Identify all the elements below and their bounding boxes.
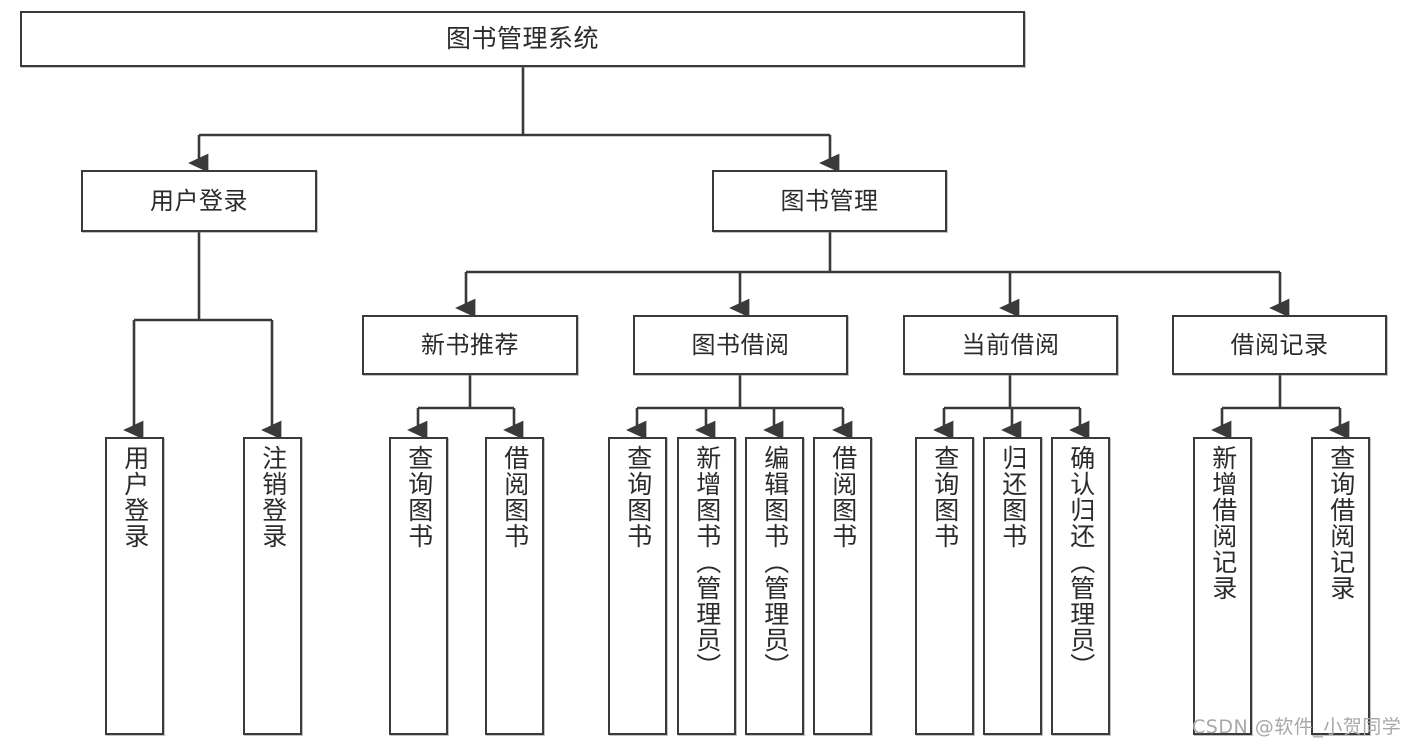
node-label: 注销登录: [258, 445, 288, 549]
node-label: 图书管理: [780, 186, 879, 215]
leaf-br-add-record[interactable]: 新增借阅记录: [1193, 437, 1252, 735]
leaf-nbr-query-book[interactable]: 查询图书: [389, 437, 448, 735]
node-label: 图书管理系统: [445, 24, 599, 53]
node-label: 新增图书（管理员）: [692, 445, 722, 679]
leaf-bb-edit-book-admin[interactable]: 编辑图书（管理员）: [745, 437, 804, 735]
node-label: 图书借阅: [691, 330, 790, 359]
leaf-cb-return-book[interactable]: 归还图书: [983, 437, 1042, 735]
leaf-logout[interactable]: 注销登录: [243, 437, 302, 735]
node-label: 归还图书: [998, 445, 1028, 549]
node-label: 查询图书: [930, 445, 960, 549]
node-book-borrow[interactable]: 图书借阅: [633, 315, 848, 375]
csdn-watermark: CSDN @软件_小贺同学: [1192, 716, 1402, 738]
node-book-management[interactable]: 图书管理: [712, 170, 947, 232]
node-label: 查询图书: [404, 445, 434, 549]
leaf-nbr-borrow-book[interactable]: 借阅图书: [485, 437, 544, 735]
leaf-cb-confirm-return-admin[interactable]: 确认归还（管理员）: [1051, 437, 1110, 735]
leaf-bb-query-book[interactable]: 查询图书: [608, 437, 667, 735]
node-current-borrow[interactable]: 当前借阅: [903, 315, 1118, 375]
node-label: 借阅记录: [1230, 330, 1329, 359]
leaf-bb-add-book-admin[interactable]: 新增图书（管理员）: [677, 437, 736, 735]
node-label: 确认归还（管理员）: [1066, 445, 1096, 679]
leaf-cb-query-book[interactable]: 查询图书: [915, 437, 974, 735]
node-label: 借阅图书: [500, 445, 530, 549]
node-root-system[interactable]: 图书管理系统: [20, 11, 1025, 67]
node-label: 新书推荐: [421, 330, 519, 359]
leaf-bb-borrow-book[interactable]: 借阅图书: [813, 437, 872, 735]
node-label: 查询借阅记录: [1326, 445, 1356, 601]
node-borrow-record[interactable]: 借阅记录: [1172, 315, 1387, 375]
node-label: 当前借阅: [961, 330, 1060, 359]
leaf-br-query-record[interactable]: 查询借阅记录: [1311, 437, 1370, 735]
node-new-book-recommend[interactable]: 新书推荐: [362, 315, 578, 375]
node-label: 用户登录: [150, 186, 248, 215]
node-label: 编辑图书（管理员）: [760, 445, 790, 679]
leaf-user-login[interactable]: 用户登录: [105, 437, 164, 735]
node-label: 用户登录: [120, 445, 150, 549]
node-user-login[interactable]: 用户登录: [81, 170, 317, 232]
node-label: 查询图书: [623, 445, 653, 549]
node-label: 借阅图书: [828, 445, 858, 549]
node-label: 新增借阅记录: [1208, 445, 1238, 601]
